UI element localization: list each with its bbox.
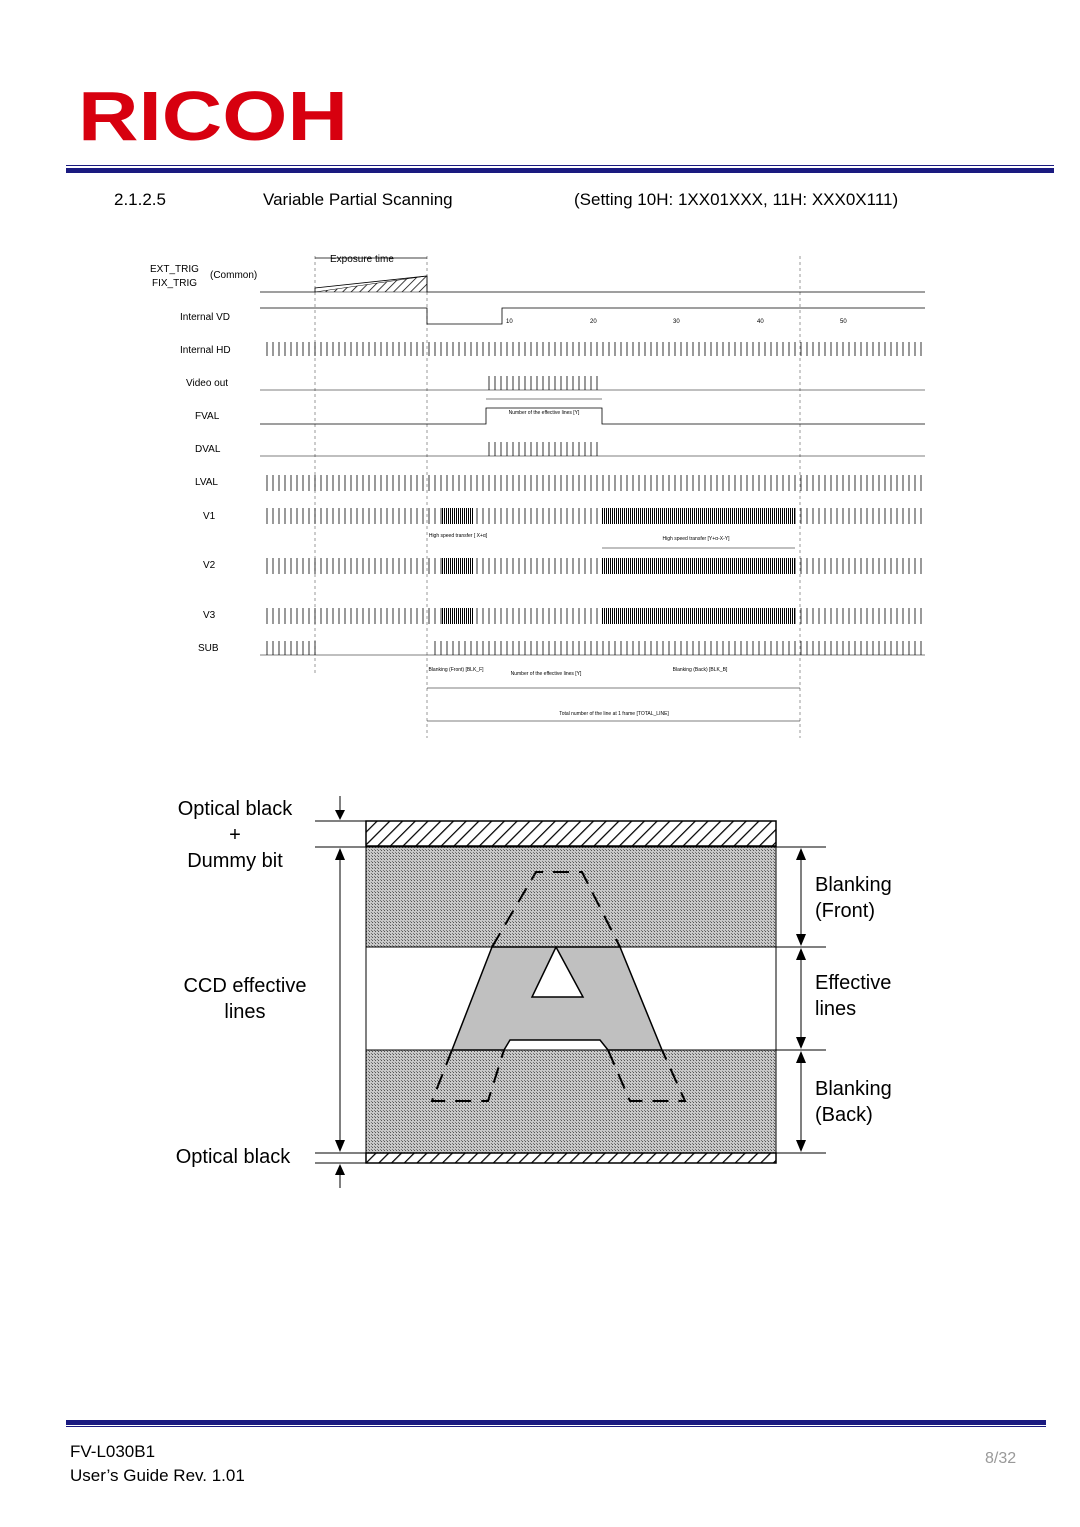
section-number: 2.1.2.5 [114,190,166,209]
label-blanking-front: Blanking [815,874,892,896]
exposure-label: Exposure time [330,254,394,265]
footer-model: FV-L030B1 [70,1442,156,1461]
eff-lines-label: Number of the effective lines [Y] [511,671,582,677]
letter-a-dashed-top [491,871,621,948]
sensor-diagram-svg [315,796,826,1188]
v1-trace [262,508,442,524]
section-title: Variable Partial Scanning [263,190,453,209]
tick-label: 30 [673,319,680,325]
label-optical-black-bottom: Optical black [175,1146,291,1168]
signal-label: V2 [203,560,216,571]
blk-front-label: Blanking (Front) [BLK_F] [428,667,484,673]
label-front: (Front) [815,900,875,922]
footer-rule [66,1420,1046,1427]
vd-trace [260,307,925,325]
tick-label: 10 [506,319,513,325]
tick-label: 20 [590,319,597,325]
blk-back-label: Blanking (Back) [BLK_B] [673,667,728,673]
label-dummy-bit: Dummy bit [187,850,283,872]
letter-a-dashed-right [607,1049,687,1102]
label-effective: Effective [815,972,892,994]
page-number: 8/32 [985,1450,1017,1467]
video-trace [486,376,602,390]
fix-trig-label: FIX_TRIG [152,278,197,289]
letter-a-hole [530,945,585,998]
hs-annotation-b: High speed transfer [Y+α-X-Y] [663,536,731,542]
section-setting: (Setting 10H: 1XX01XXX, 11H: XXX0X111) [574,190,899,209]
v2-trace [262,558,442,574]
sensor-diagram: Optical black + Dummy bit CCD effective … [0,790,1080,1210]
exposure-ramp [314,275,428,293]
dval-trace [486,442,602,456]
footer-guide: User’s Guide Rev. 1.01 [70,1466,245,1485]
label-optical-black-top: Optical black [177,798,293,820]
ricoh-logo: RICOH [78,84,348,146]
lval-trace [262,475,925,491]
fval-trace [260,407,925,425]
common-label: (Common) [210,270,257,281]
signal-label: Internal HD [180,345,231,356]
label-effective-lines: lines [815,998,857,1020]
blanking-back-area [365,1049,777,1154]
blanking-front-area [365,846,777,948]
signal-label: V1 [203,511,216,522]
label-plus: + [229,824,241,846]
optical-black-top-area [365,820,777,847]
timing-chart-svg: Exposure time EXT_TRIG FIX_TRIG (Common) [150,254,925,738]
letter-a-dashed-left [430,1049,505,1102]
signal-label: Internal VD [180,312,230,323]
optical-black-bottom-area [365,1152,777,1164]
hd-trace [262,342,925,356]
sub-trace [262,641,317,655]
label-back: (Back) [815,1104,873,1126]
signal-label: Video out [186,378,228,389]
signal-label: V3 [203,610,216,621]
signal-label: FVAL [195,411,220,422]
label-ccd-lines: lines [224,1001,266,1023]
header-rule [66,165,1054,173]
ext-trig-label: EXT_TRIG [150,264,199,275]
signal-label: LVAL [195,477,218,488]
fval-annotation: Number of the effective lines [Y] [509,410,580,416]
signal-label: SUB [198,643,219,654]
letter-a-solid [450,946,664,1051]
label-ccd-effective: CCD effective [183,975,307,997]
v3-trace [262,608,442,624]
tick-label: 50 [840,319,847,325]
trig-trace [260,275,925,293]
hs-annotation-a: High speed transfer [ X+α] [429,533,488,539]
tick-label: 40 [757,319,764,325]
logo-text: RICOH [78,84,348,146]
label-blanking-back: Blanking [815,1078,892,1100]
timing-chart: Exposure time EXT_TRIG FIX_TRIG (Common) [140,248,940,748]
total-lines-label: Total number of the line at 1 frame [TOT… [559,711,669,717]
signal-label: DVAL [195,444,221,455]
